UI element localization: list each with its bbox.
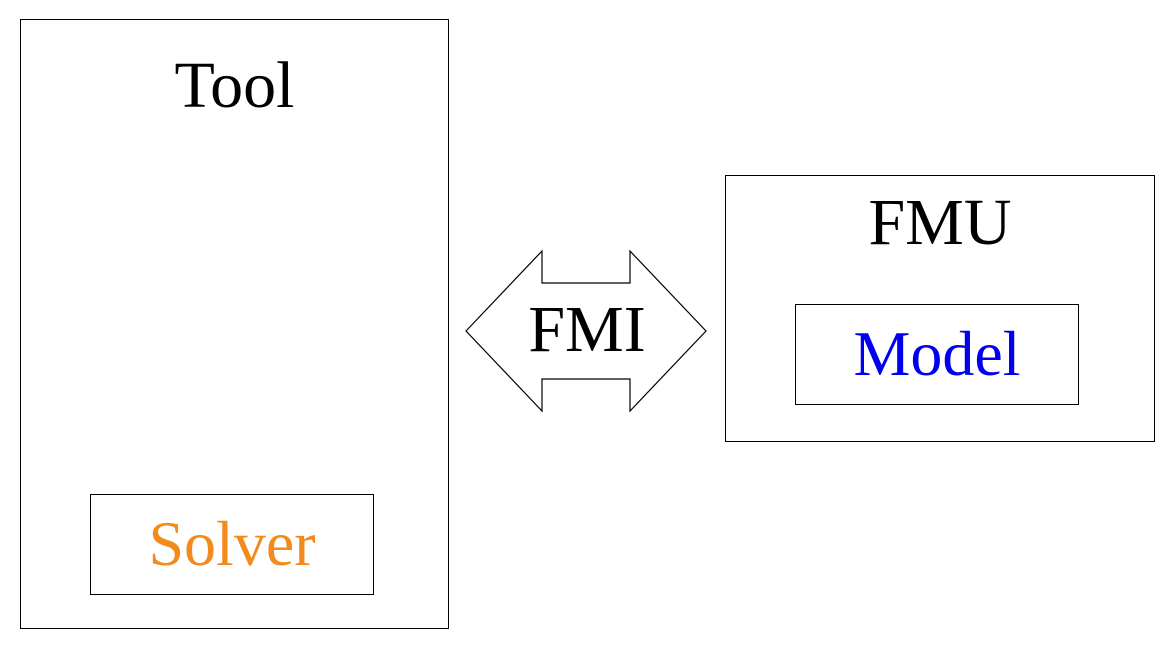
model-box: Model bbox=[795, 304, 1079, 405]
fmu-title: FMU bbox=[868, 186, 1012, 259]
fmi-arrow-shape bbox=[465, 249, 707, 413]
tool-title: Tool bbox=[174, 49, 295, 122]
fmi-double-arrow-icon bbox=[465, 249, 707, 413]
model-label: Model bbox=[853, 318, 1021, 389]
solver-label: Solver bbox=[148, 508, 316, 579]
fmi-label: FMI bbox=[528, 293, 646, 366]
solver-box: Solver bbox=[90, 494, 374, 595]
